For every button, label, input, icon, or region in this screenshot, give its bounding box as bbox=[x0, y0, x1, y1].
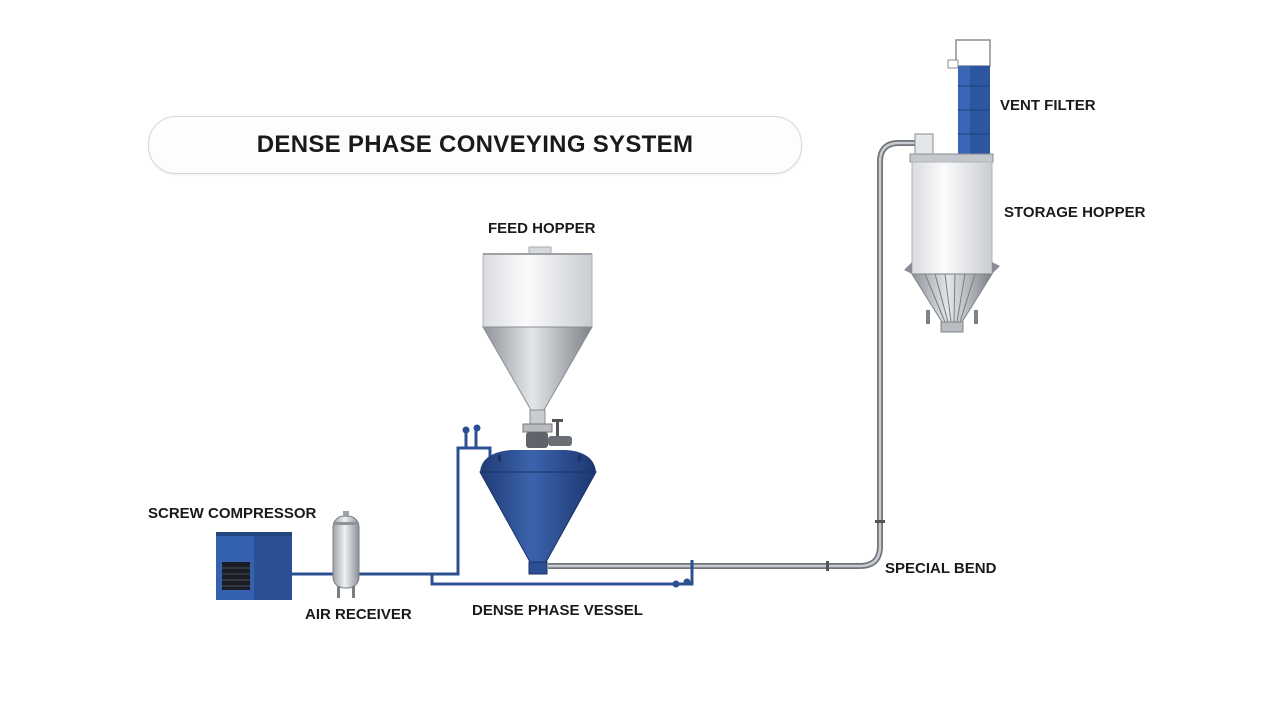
label-special-bend: SPECIAL BEND bbox=[885, 560, 997, 577]
screw-compressor bbox=[216, 532, 292, 600]
diagram-title: DENSE PHASE CONVEYING SYSTEM bbox=[256, 131, 694, 158]
label-dense-phase-vessel: DENSE PHASE VESSEL bbox=[472, 602, 643, 619]
title-box: DENSE PHASE CONVEYING SYSTEM bbox=[148, 116, 802, 174]
storage-hopper bbox=[904, 133, 1000, 333]
label-air-receiver: AIR RECEIVER bbox=[305, 606, 412, 623]
dense-phase-vessel bbox=[479, 450, 597, 575]
label-screw-compressor: SCREW COMPRESSOR bbox=[148, 505, 317, 522]
label-vent-filter: VENT FILTER bbox=[1000, 97, 1096, 114]
vent-filter bbox=[947, 39, 991, 156]
feed-hopper bbox=[482, 246, 593, 425]
label-storage-hopper: STORAGE HOPPER bbox=[1004, 204, 1146, 221]
conveying-pipeline bbox=[548, 140, 920, 571]
air-line-gauges bbox=[462, 424, 691, 588]
rotary-valve bbox=[522, 419, 572, 448]
air-receiver bbox=[332, 511, 360, 598]
air-lines bbox=[292, 430, 694, 586]
label-feed-hopper: FEED HOPPER bbox=[488, 220, 596, 237]
